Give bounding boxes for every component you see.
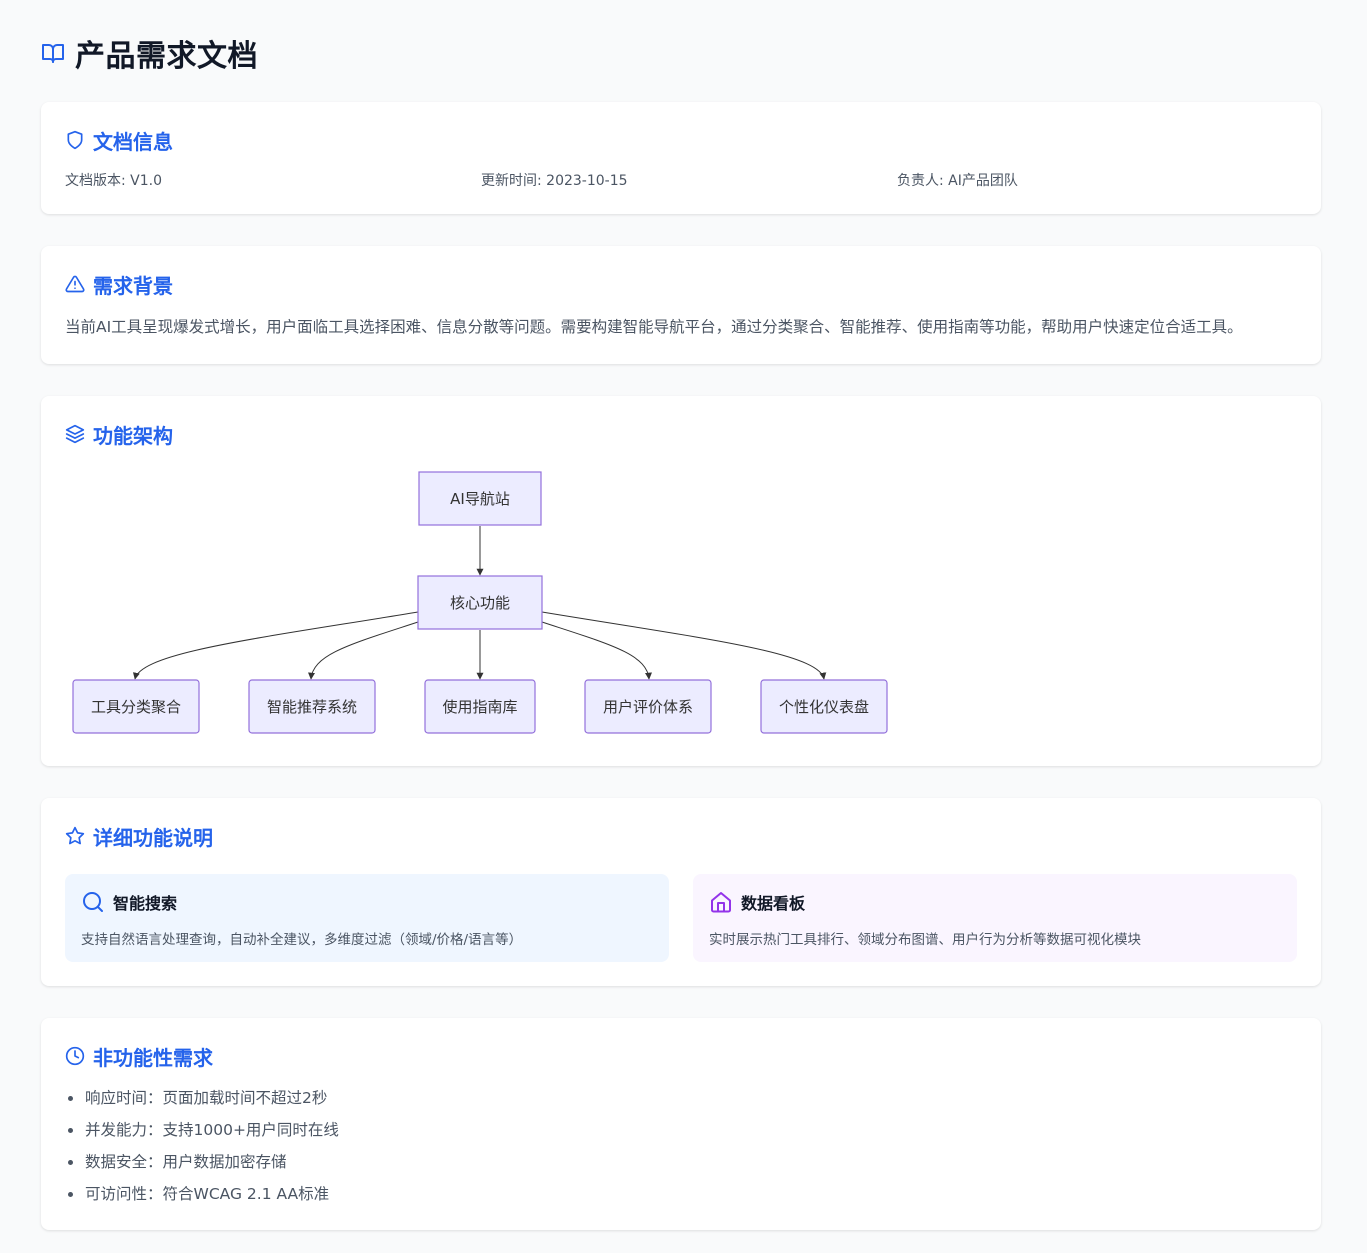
node-child-4: 用户评价体系 [584,679,712,734]
search-icon [83,892,103,912]
doc-meta-row: 文档版本: V1.0 更新时间: 2023-10-15 负责人: AI产品团队 [65,170,1297,190]
diagram-edges [132,526,827,680]
doc-info-heading: 文档信息 [65,126,173,154]
feature-smart-search-desc: 支持自然语言处理查询，自动补全建议，多维度过滤（领域/价格/语言等） [81,932,523,948]
shield-icon [67,130,83,150]
node-root-label: AI导航站 [450,490,510,508]
feature-dashboard-desc: 实时展示热门工具排行、领域分布图谱、用户行为分析等数据可视化模块 [709,932,1141,948]
doc-info-card: 文档信息 文档版本: V1.0 更新时间: 2023-10-15 负责人: AI… [41,102,1321,214]
edge-core-child-1 [132,611,419,680]
nfr-item-security: 数据安全：用户数据加密存储 [65,1150,339,1182]
node-core: 核心功能 [417,575,543,630]
nfr-item-concurrency: 并发能力：支持1000+用户同时在线 [65,1118,339,1150]
background-title: 需求背景 [93,273,173,298]
feature-smart-search: 智能搜索 支持自然语言处理查询，自动补全建议，多维度过滤（领域/价格/语言等） [65,874,669,962]
details-heading: 详细功能说明 [65,822,213,850]
node-core-label: 核心功能 [450,594,510,612]
node-child-4-label: 用户评价体系 [603,698,693,716]
nfr-card: 非功能性需求 响应时间：页面加载时间不超过2秒 并发能力：支持1000+用户同时… [41,1018,1321,1230]
nfr-item-response-time: 响应时间：页面加载时间不超过2秒 [65,1086,339,1118]
feature-dashboard: 数据看板 实时展示热门工具排行、领域分布图谱、用户行为分析等数据可视化模块 [693,874,1297,962]
doc-info-title: 文档信息 [93,129,173,154]
details-title: 详细功能说明 [93,825,213,850]
details-card: 详细功能说明 智能搜索 支持自然语言处理查询，自动补全建议，多维度过滤（领域/价… [41,798,1321,986]
architecture-heading: 功能架构 [65,420,173,448]
node-root: AI导航站 [418,471,542,526]
star-icon [65,826,85,845]
architecture-title: 功能架构 [93,423,173,448]
book-open-icon [42,44,64,63]
doc-updated: 更新时间: 2023-10-15 [481,173,628,189]
node-child-2-label: 智能推荐系统 [267,698,357,716]
architecture-diagram: AI导航站 核心功能 工具分类聚合 智能推荐系统 使用指南库 [72,471,888,734]
doc-version: 文档版本: V1.0 [65,173,163,189]
architecture-card: 功能架构 AI导航站 [41,396,1321,766]
node-child-1-label: 工具分类聚合 [91,698,181,716]
clock-icon [65,1046,85,1066]
home-icon [711,892,731,913]
edge-core-child-5 [541,611,827,680]
node-child-3-label: 使用指南库 [442,698,517,716]
feature-dashboard-title: 数据看板 [741,894,806,913]
feature-dashboard-head: 数据看板 [709,889,805,915]
doc-owner: 负责人: AI产品团队 [897,173,1018,189]
nfr-heading: 非功能性需求 [65,1042,213,1070]
feature-smart-search-title: 智能搜索 [113,894,178,913]
layers-icon [65,424,85,444]
background-card: 需求背景 当前AI工具呈现爆发式增长，用户面临工具选择困难、信息分散等问题。需要… [41,246,1321,364]
feature-smart-search-head: 智能搜索 [81,889,177,915]
nfr-item-accessibility: 可访问性：符合WCAG 2.1 AA标准 [65,1182,339,1214]
background-text: 当前AI工具呈现爆发式增长，用户面临工具选择困难、信息分散等问题。需要构建智能导… [65,318,1243,336]
node-child-5: 个性化仪表盘 [760,679,888,734]
warning-triangle-icon [65,275,85,293]
nfr-title: 非功能性需求 [93,1045,213,1070]
edge-core-child-2 [308,621,419,680]
page-title: 产品需求文档 [75,39,258,74]
edge-core-child-4 [541,621,652,680]
node-child-5-label: 个性化仪表盘 [779,698,869,716]
nfr-list: 响应时间：页面加载时间不超过2秒 并发能力：支持1000+用户同时在线 数据安全… [65,1086,339,1214]
node-child-3: 使用指南库 [424,679,536,734]
node-child-1: 工具分类聚合 [72,679,200,734]
background-heading: 需求背景 [65,270,173,298]
page-header: 产品需求文档 [41,32,258,74]
node-child-2: 智能推荐系统 [248,679,376,734]
